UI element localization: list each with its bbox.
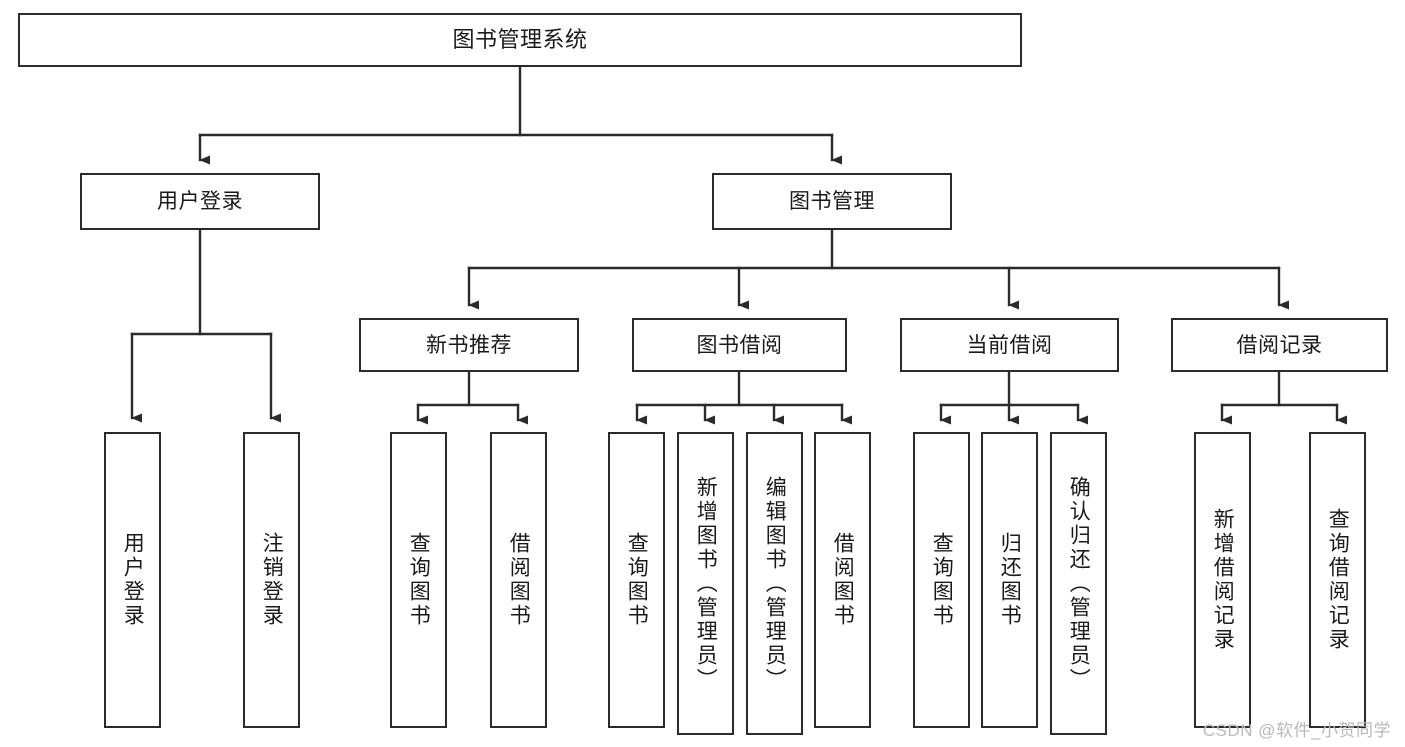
leaf-label: 新增图书（管理员） [694,475,718,692]
leaf-user-login-logout[interactable]: 注销登录 [243,432,300,728]
leaf-current-query-book[interactable]: 查询图书 [913,432,970,728]
leaf-borrow-borrow-book[interactable]: 借阅图书 [814,432,871,728]
leaf-label: 注销登录 [260,532,284,628]
leaf-label: 编辑图书（管理员） [763,475,787,692]
leaf-current-confirm-return-admin[interactable]: 确认归还（管理员） [1050,432,1107,735]
node-root[interactable]: 图书管理系统 [18,13,1022,67]
node-current-borrow[interactable]: 当前借阅 [900,318,1119,372]
leaf-borrow-add-book-admin[interactable]: 新增图书（管理员） [677,432,734,735]
node-root-label: 图书管理系统 [452,27,588,52]
node-borrow-record-label: 借阅记录 [1236,333,1323,357]
leaf-recommend-query-book[interactable]: 查询图书 [390,432,447,728]
leaf-label: 用户登录 [121,532,145,628]
node-book-management-label: 图书管理 [789,190,875,213]
node-book-management[interactable]: 图书管理 [712,173,952,230]
node-new-book-recommend-label: 新书推荐 [426,333,512,357]
node-user-login[interactable]: 用户登录 [80,173,320,230]
watermark: CSDN @软件_小贺同学 [1202,721,1391,740]
leaf-label: 查询图书 [407,532,431,628]
leaf-label: 查询图书 [625,532,649,628]
leaf-label: 归还图书 [998,532,1022,628]
leaf-current-return-book[interactable]: 归还图书 [981,432,1038,728]
node-current-borrow-label: 当前借阅 [966,333,1053,357]
leaf-record-add-record[interactable]: 新增借阅记录 [1194,432,1251,728]
leaf-label: 查询借阅记录 [1326,508,1350,652]
node-new-book-recommend[interactable]: 新书推荐 [359,318,579,372]
leaf-label: 确认归还（管理员） [1067,475,1091,692]
node-book-borrow[interactable]: 图书借阅 [632,318,847,372]
leaf-borrow-edit-book-admin[interactable]: 编辑图书（管理员） [746,432,803,735]
leaf-label: 借阅图书 [507,532,531,628]
leaf-label: 借阅图书 [831,532,855,628]
node-borrow-record[interactable]: 借阅记录 [1171,318,1388,372]
leaf-label: 新增借阅记录 [1211,508,1235,652]
node-user-login-label: 用户登录 [157,190,243,213]
leaf-record-query-record[interactable]: 查询借阅记录 [1309,432,1366,728]
leaf-label: 查询图书 [930,532,954,628]
leaf-borrow-query-book[interactable]: 查询图书 [608,432,665,728]
leaf-recommend-borrow-book[interactable]: 借阅图书 [490,432,547,728]
node-book-borrow-label: 图书借阅 [696,333,783,357]
leaf-user-login-login[interactable]: 用户登录 [104,432,161,728]
